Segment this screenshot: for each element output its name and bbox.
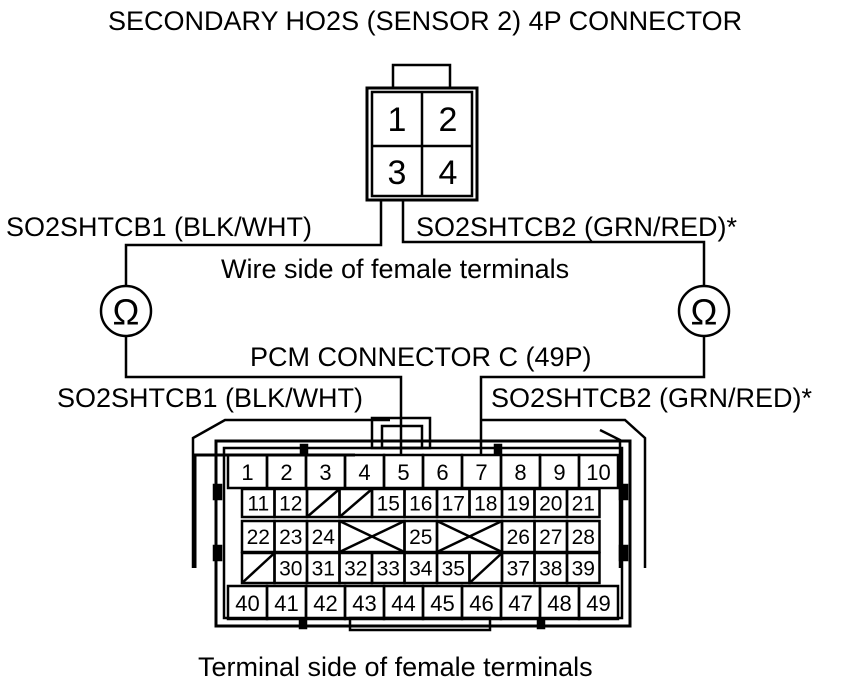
terminal-35-label: 35 [442, 558, 465, 581]
terminal-46-label: 46 [469, 591, 493, 616]
pcm-foot-left [298, 618, 308, 630]
terminal-blank-r2-c3-slash [306, 488, 341, 518]
wire-side-label: Wire side of female terminals [221, 254, 570, 284]
terminal-11-label: 11 [247, 493, 269, 516]
ohmmeter-right-icon [677, 284, 731, 338]
pcm-latch-right-bottom [618, 544, 629, 562]
terminal-42-label: 42 [313, 591, 337, 616]
terminal-49 [577, 584, 620, 621]
terminal-5-label: 5 [397, 460, 409, 485]
wire-label-left-bottom: SO2SHTCB1 (BLK/WHT) [57, 383, 364, 413]
pcm-connector-body [214, 439, 632, 628]
terminal-10-label: 10 [586, 460, 610, 485]
sensor-connector-housing [365, 86, 479, 202]
wire-right-lower [479, 336, 706, 455]
terminal-45-label: 45 [430, 591, 454, 616]
terminal-9-label: 9 [553, 460, 565, 485]
wire-left-upper [124, 200, 383, 286]
terminal-43-label: 43 [352, 591, 376, 616]
terminal-37-label: 37 [507, 558, 530, 581]
terminal-blank-r3-c4-cross-b [338, 519, 406, 554]
terminal-16-label: 16 [409, 493, 432, 516]
pcm-latch-right-top [618, 483, 629, 501]
pcm-latch-left-top [212, 483, 223, 501]
pcm-shroud-right [482, 418, 647, 568]
pcm-tab-right [493, 443, 503, 455]
terminal-19-label: 19 [507, 493, 530, 516]
terminal-8-label: 8 [514, 460, 526, 485]
pcm-shroud-left [191, 418, 390, 568]
wire-label-right-top: SO2SHTCB2 (GRN/RED)* [416, 212, 738, 242]
terminal-20-label: 20 [539, 493, 562, 516]
terminal-39-label: 39 [572, 558, 595, 581]
diagram-title: SECONDARY HO2S (SENSOR 2) 4P CONNECTOR [108, 6, 743, 36]
terminal-blank-r2-c4-slash [338, 488, 373, 518]
terminal-47-label: 47 [508, 591, 532, 616]
sensor-pin-3: 3 [388, 154, 407, 192]
terminal-24-label: 24 [312, 526, 336, 549]
terminal-48-label: 48 [547, 591, 571, 616]
terminal-30-label: 30 [279, 558, 302, 581]
terminal-33-label: 33 [377, 558, 400, 581]
terminal-6-label: 6 [436, 460, 448, 485]
terminal-27-label: 27 [539, 526, 562, 549]
terminal-38-label: 38 [539, 558, 562, 581]
wire-right-upper [401, 200, 706, 286]
terminal-17-label: 17 [442, 493, 465, 516]
pcm-foot-right [536, 618, 546, 630]
ohmmeter-left-icon-symbol: Ω [113, 292, 140, 333]
pcm-latch-left-bottom [212, 544, 223, 562]
terminal-23-label: 23 [279, 526, 302, 549]
terminal-34-label: 34 [409, 558, 433, 581]
terminal-2-label: 2 [280, 460, 292, 485]
terminal-blank-r4-c8-slash [468, 552, 503, 584]
terminal-31-label: 31 [312, 558, 335, 581]
wire-label-right-bottom: SO2SHTCB2 (GRN/RED)* [491, 383, 813, 413]
wire-left-lower [124, 336, 403, 455]
terminal-blank-r4-c1-slash [241, 552, 276, 584]
terminal-44-label: 44 [391, 591, 415, 616]
terminal-15-label: 15 [377, 493, 400, 516]
terminal-side-label: Terminal side of female terminals [198, 652, 593, 682]
sensor-pin-4: 4 [439, 154, 458, 192]
terminal-28-label: 28 [572, 526, 595, 549]
sensor-pin-2: 2 [439, 101, 458, 139]
pcm-connector-title: PCM CONNECTOR C (49P) [250, 342, 592, 372]
wire-label-left-top: SO2SHTCB1 (BLK/WHT) [6, 212, 313, 242]
terminal-18-label: 18 [474, 493, 497, 516]
terminal-3-label: 3 [319, 460, 331, 485]
terminal-blank-r3-c6-cross-b [436, 519, 503, 554]
sensor-pin-1: 1 [388, 101, 407, 139]
terminal-12-label: 12 [279, 493, 302, 516]
sensor-connector-latch [391, 63, 452, 90]
terminal-7-label: 7 [475, 460, 487, 485]
terminal-49-label: 49 [586, 591, 610, 616]
terminal-21 [565, 487, 601, 519]
terminal-39 [565, 551, 601, 585]
terminal-26-label: 26 [507, 526, 530, 549]
ohmmeter-left-icon [99, 284, 153, 338]
terminal-4-label: 4 [358, 460, 370, 485]
terminal-22-label: 22 [247, 526, 270, 549]
terminal-21-label: 21 [572, 493, 595, 516]
pcm-shroud-right-inner [599, 428, 622, 568]
ohmmeter-right-icon-symbol: Ω [691, 292, 718, 333]
terminal-25-label: 25 [409, 526, 432, 549]
terminal-41-label: 41 [274, 591, 298, 616]
terminal-1-label: 1 [241, 460, 253, 485]
terminal-40-label: 40 [235, 591, 259, 616]
pcm-tab-left [299, 443, 309, 455]
terminal-32-label: 32 [344, 558, 367, 581]
